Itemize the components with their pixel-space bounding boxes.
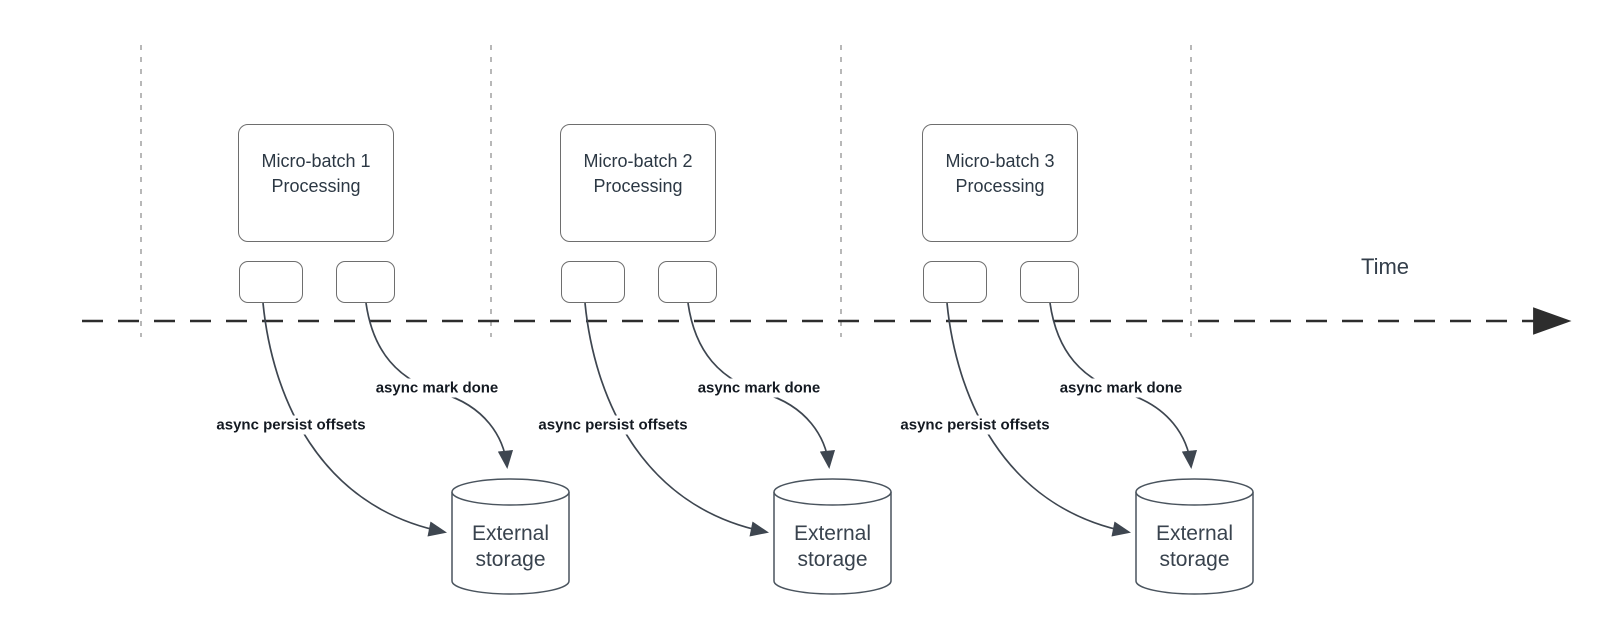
persist-offsets-label: async persist offsets (897, 415, 1053, 435)
persist-offsets-arrow (946, 302, 1132, 537)
persist-offsets-arrow (584, 302, 770, 537)
persist-offsets-task-box (239, 261, 303, 303)
external-storage-label: External storage (1155, 522, 1234, 571)
microbatch-processing-box: Micro-batch 2 Processing (560, 124, 716, 242)
external-storage-label: External storage (471, 522, 550, 571)
cylinder-shape-icon (773, 478, 892, 595)
microbatch-processing-box: Micro-batch 1 Processing (238, 124, 394, 242)
persist-offsets-arrow (262, 302, 448, 537)
mark-done-label: async mark done (372, 378, 502, 398)
external-storage-label: External storage (793, 522, 872, 571)
persist-offsets-label: async persist offsets (535, 415, 691, 435)
mark-done-task-box (658, 261, 717, 303)
external-storage-cylinder: External storage (773, 478, 892, 595)
persist-offsets-task-box (923, 261, 987, 303)
mark-done-label: async mark done (1056, 378, 1186, 398)
microbatch-processing-box: Micro-batch 3 Processing (922, 124, 1078, 242)
persist-offsets-task-box (561, 261, 625, 303)
mark-done-label: async mark done (694, 378, 824, 398)
cylinder-shape-icon (1135, 478, 1254, 595)
persist-offsets-label: async persist offsets (213, 415, 369, 435)
external-storage-cylinder: External storage (451, 478, 570, 595)
external-storage-cylinder: External storage (1135, 478, 1254, 595)
cylinder-shape-icon (451, 478, 570, 595)
mark-done-task-box (1020, 261, 1079, 303)
mark-done-task-box (336, 261, 395, 303)
time-axis-label: Time (1360, 254, 1410, 279)
